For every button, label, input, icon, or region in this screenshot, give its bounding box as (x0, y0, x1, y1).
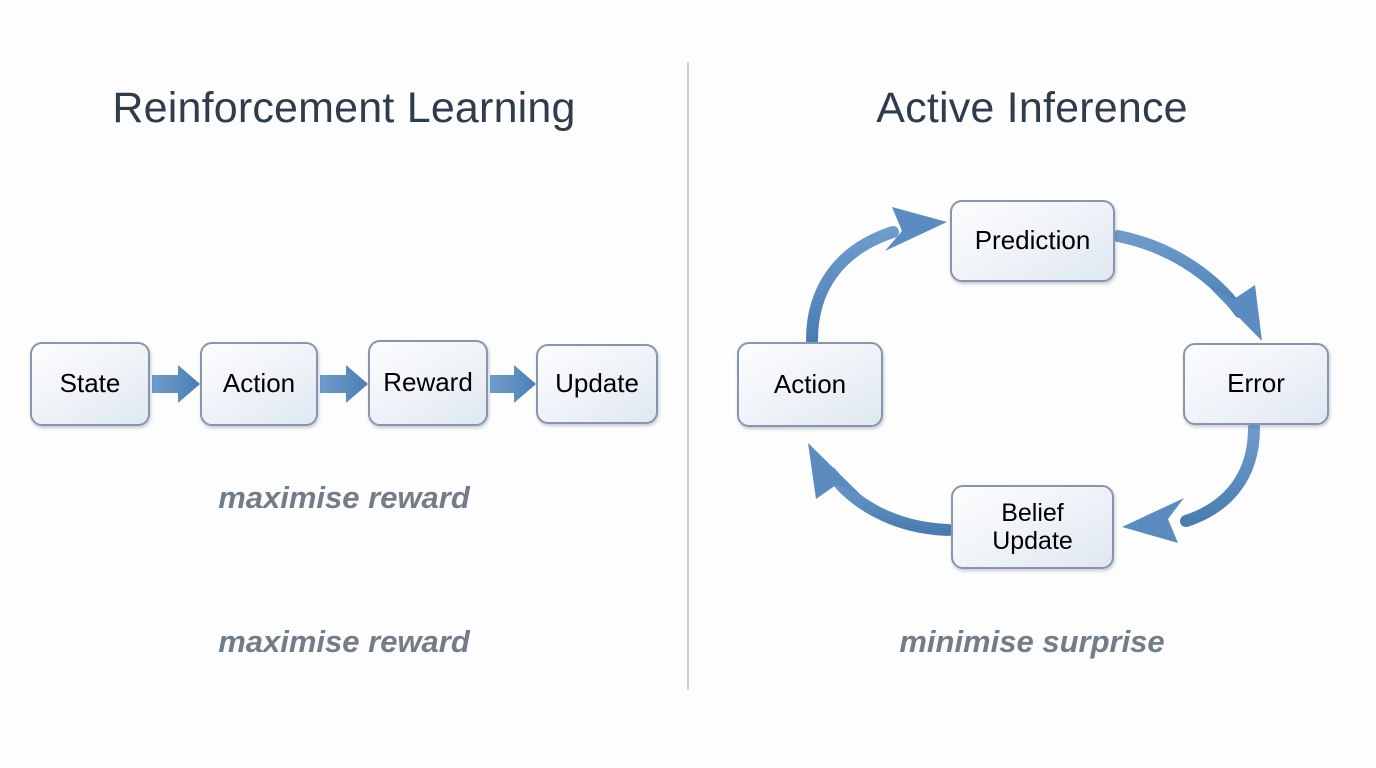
page-title-reinforcement-learning: Reinforcement Learning (112, 84, 576, 132)
caption-maximise-reward-bottom: maximise reward (218, 624, 470, 659)
node-action-right[interactable]: Action (737, 342, 883, 427)
arrow-prediction-to-error (1112, 230, 1262, 341)
caption-maximise-reward-top: maximise reward (218, 480, 470, 515)
node-update[interactable]: Update (536, 344, 658, 424)
panel-divider (687, 62, 689, 690)
arrow-state-to-action (152, 365, 200, 403)
node-prediction[interactable]: Prediction (950, 200, 1115, 282)
arrow-belief-update-to-action (808, 443, 954, 536)
node-error[interactable]: Error (1183, 343, 1329, 425)
node-action[interactable]: Action (200, 342, 318, 426)
arrow-error-to-belief-update (1122, 422, 1260, 543)
caption-minimise-surprise: minimise surprise (899, 624, 1165, 659)
arrow-reward-to-update (490, 365, 536, 403)
node-reward[interactable]: Reward (368, 340, 488, 426)
arrow-action-to-prediction (806, 207, 947, 346)
page-title-active-inference: Active Inference (876, 84, 1188, 132)
arrow-action-to-reward (320, 365, 368, 403)
node-belief-update[interactable]: Belief Update (951, 485, 1114, 569)
node-state[interactable]: State (30, 342, 150, 426)
